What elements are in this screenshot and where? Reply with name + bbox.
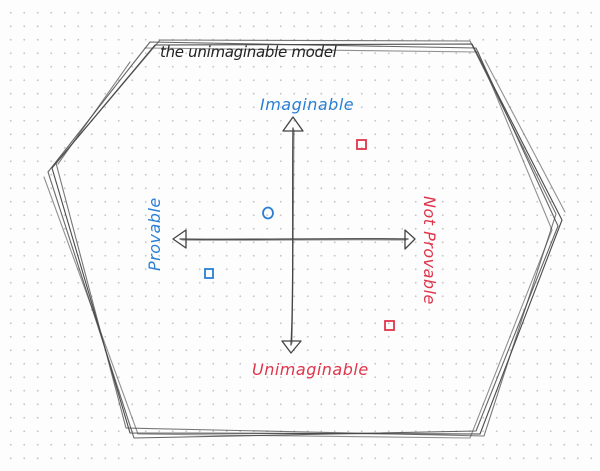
right-arrowhead [404, 229, 416, 250]
horizontal-axis [179, 238, 409, 241]
up-arrowhead [282, 116, 304, 132]
red-square-marker-top [356, 139, 367, 150]
vertical-axis [290, 127, 295, 346]
left-arrowhead [172, 229, 187, 249]
blue-circle-marker [262, 206, 274, 220]
blue-square-marker [204, 268, 214, 279]
axis-label-left: Provable [145, 197, 164, 271]
down-arrowhead [281, 340, 302, 354]
red-square-marker-bottom [384, 320, 395, 331]
diagram-title: the unimaginable model [160, 43, 338, 61]
axis-label-right: Not Provable [420, 196, 439, 305]
axis-label-bottom: Unimaginable [252, 360, 369, 379]
hexagon-outline [43, 39, 566, 439]
axis-label-top: Imaginable [260, 95, 354, 114]
